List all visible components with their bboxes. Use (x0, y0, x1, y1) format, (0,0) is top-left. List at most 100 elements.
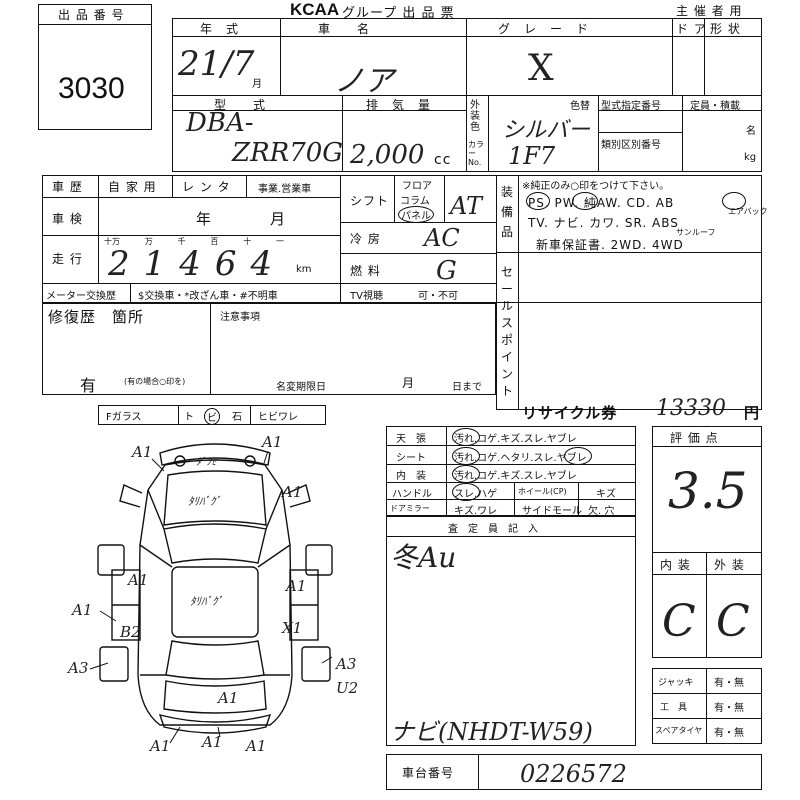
model-value-prefix: DBA- (186, 108, 254, 138)
capacity-label: 定員・積載 (690, 101, 740, 112)
steering-label: ハンドル (392, 489, 432, 500)
ps-circle (526, 192, 550, 210)
damage-mark-front-note: ﾀﾞﾌｾ (196, 456, 217, 468)
interior-options: 汚れ.コゲ.キズ.スレ.ヤブレ (454, 471, 577, 482)
damage-mark-rear-left: A1 (148, 737, 170, 755)
spare-tire-options: 有・無 (714, 728, 744, 739)
year-value: 21/7 (178, 44, 255, 84)
glass-option-chip: ビ (204, 408, 220, 425)
pw-circle (572, 192, 598, 210)
fuel-label: 燃 料 (350, 264, 381, 278)
displacement-label: 排 気 量 (366, 98, 432, 112)
color-no-label: カラーNo. (468, 140, 484, 167)
displacement-value: 2,000 (350, 140, 425, 170)
category-label: 類別区別番号 (601, 140, 661, 151)
interior-dirt-circle (452, 465, 480, 483)
damage-mark-right-quarter: A3 (334, 655, 356, 673)
persons-unit: 名 (746, 126, 756, 137)
digit-label-1: 一 (275, 237, 284, 246)
glass-option-crack: ヒビワレ (258, 412, 298, 423)
inspection-month-unit: 月 (270, 210, 287, 228)
shift-value: AT (450, 192, 483, 220)
damage-mark-left-quarter: A3 (66, 659, 88, 677)
year-month-unit: 月 (252, 79, 262, 90)
ceiling-dirt-circle (452, 428, 480, 446)
mileage-value: 21464 (108, 244, 287, 284)
form-title: グループ 出 品 票 (342, 6, 455, 21)
seat-options: 汚れ.コゲ.ヘタリ.スレ.ヤブレ (454, 453, 587, 464)
damage-mark-rear-center: A1 (216, 689, 238, 707)
color-code-value: 1F7 (508, 142, 556, 170)
seat-dirt-circle (452, 447, 480, 465)
cc-unit: cc (434, 152, 452, 168)
inspection-year-unit: 年 (196, 210, 213, 228)
rental-option: レ ン タ (182, 180, 231, 194)
digit-label-100k: 十万 (104, 237, 120, 246)
ceiling-options: 汚れ.コゲ.キズ.スレ.ヤブレ (454, 434, 577, 445)
wheel-value: キズ (596, 489, 616, 500)
car-name-value: ノア (334, 64, 394, 99)
color-value: シルバー (502, 118, 591, 143)
lot-number: 3030 (58, 72, 125, 105)
private-option: 自 家 用 (108, 180, 157, 194)
chassis-label: 車台番号 (402, 766, 455, 780)
jack-options: 有・無 (714, 678, 744, 689)
notes-label: 注意事項 (220, 312, 260, 323)
damage-mark-front-right: A1 (260, 433, 282, 451)
tools-box (652, 668, 762, 744)
interior-label: 内 装 (396, 471, 426, 482)
repair-note: (有の場合○印を) (124, 377, 186, 386)
history-label: 車 歴 (52, 180, 83, 194)
shift-panel-option: パネル (398, 206, 434, 223)
ac-label: 冷 房 (350, 232, 381, 246)
door-label: ド ア (676, 22, 707, 36)
fuel-value: G (436, 256, 457, 286)
recycle-label: リサイクル券 (522, 404, 618, 422)
tv-label: TV視聴 (350, 291, 383, 302)
door-mirror-label: ドアミラー (390, 504, 430, 513)
damage-mark-right-door: A1 (284, 577, 306, 595)
tv-options: 可・不可 (418, 291, 458, 302)
year-label: 年 式 (200, 22, 240, 36)
digit-label-1k: 千 (177, 237, 186, 246)
tools-label: 工 具 (660, 703, 688, 713)
damage-mark-left-door: A1 (126, 571, 148, 589)
name-label: 車 名 (318, 22, 371, 36)
repair-block (42, 303, 496, 395)
equipment-line-3: 新車保証書. 2WD. 4WD (536, 238, 684, 252)
rating-box (652, 426, 762, 658)
rating-score: 3.5 (668, 462, 748, 520)
shift-floor-option: フロア (402, 181, 432, 192)
grade-value: X (528, 48, 554, 89)
inspector-note-2: ナビ(NHDT-W59) (390, 718, 593, 746)
damage-mark-front-left: A1 (130, 443, 152, 461)
digit-label-10k: 万 (144, 237, 153, 246)
airbag-sub-label: エアバック (728, 207, 768, 216)
damage-mark-roof-note: ﾀﾘﾊﾞｸﾞ (190, 595, 223, 608)
shift-label: シフト (350, 194, 390, 208)
car-damage-diagram: A1 A1 A1 A1 A1 A1 X1 A3 A3 U2 A1 A1 A1 A… (66, 433, 358, 755)
damage-mark-left-rear: A1 (70, 601, 92, 619)
seat-label: シート (396, 453, 426, 464)
equipment-label: 装備品 (501, 185, 515, 239)
organizer-label: 主 催 者 用 (676, 4, 743, 18)
tools-options: 有・無 (714, 703, 744, 714)
damage-mark-rear-mid: A1 (200, 733, 222, 751)
damage-mark-right-rear: X1 (281, 619, 302, 637)
model-label: 型 式 (214, 98, 267, 112)
mileage-digit-labels: 十万 万 千 百 十 一 (104, 236, 284, 247)
damage-mark-left-mid: B2 (119, 623, 141, 641)
sales-point-label: セールスポイント (501, 265, 515, 398)
glass-option-scratch: ト (184, 412, 194, 423)
exterior-color-label: 外装色 (470, 100, 480, 133)
lot-number-box (38, 4, 152, 130)
ac-value: AC (424, 224, 460, 252)
meter-exchange-options: $交換車・*改ざん車・#不明車 (138, 291, 278, 302)
damage-mark-right-lower: U2 (336, 679, 358, 697)
recycle-unit: 円 (744, 404, 761, 422)
steering-wear-circle (452, 483, 480, 501)
km-unit: km (296, 264, 312, 275)
mileage-label: 走 行 (52, 252, 83, 266)
jack-label: ジャッキ (658, 678, 694, 688)
spare-tire-label: スペアタイヤ (655, 726, 703, 735)
